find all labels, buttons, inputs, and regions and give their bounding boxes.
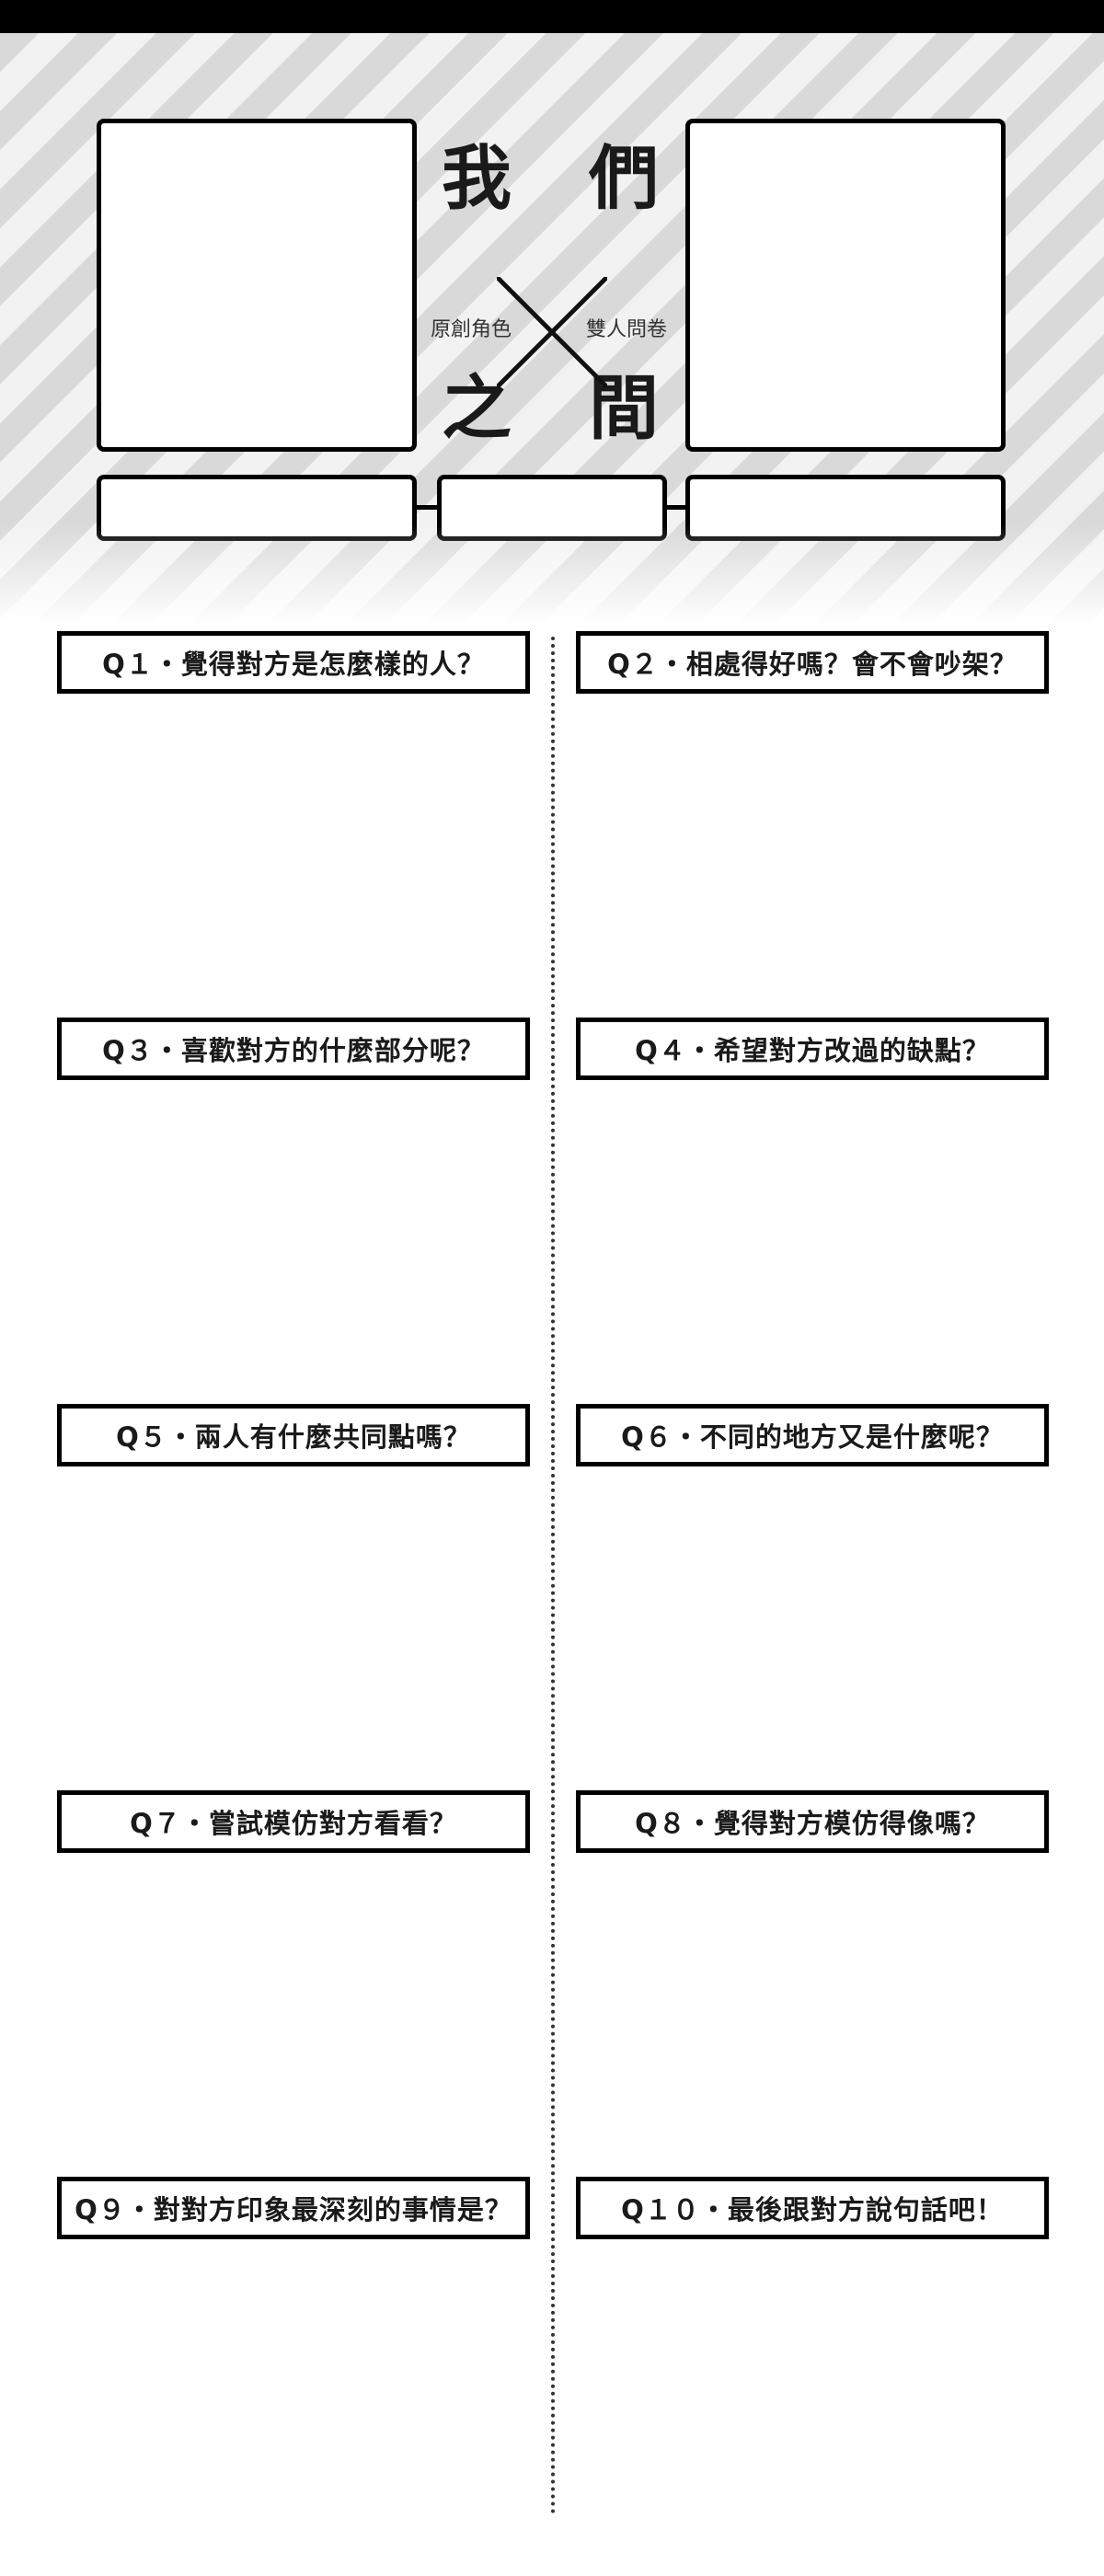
question-4: Q４・希望對方改過的缺點？: [576, 1018, 1049, 1080]
question-8: Q８・覺得對方模仿得像嗎？: [576, 1790, 1049, 1853]
question-9: Q９・對對方印象最深刻的事情是？: [57, 2177, 530, 2239]
subtitle-original-character: 原創角色: [431, 318, 512, 341]
cross-icon: [497, 277, 607, 387]
character-2-photo-box: [685, 119, 1006, 452]
question-2: Q２・相處得好嗎？會不會吵架？: [576, 631, 1049, 694]
question-5: Q５・兩人有什麼共同點嗎？: [57, 1404, 530, 1466]
header-banner: 我 們 之 間 原創角色 雙人問卷: [0, 33, 1104, 626]
question-7: Q７・嘗試模仿對方看看？: [57, 1790, 530, 1853]
name-connector-left: [414, 505, 440, 510]
question-6: Q６・不同的地方又是什麼呢？: [576, 1404, 1049, 1466]
name-connector-right: [664, 505, 688, 510]
character-1-photo-box: [97, 119, 417, 452]
subtitle-duo-questionnaire: 雙人問卷: [586, 318, 668, 341]
header-fade: [0, 524, 1104, 626]
question-3: Q３・喜歡對方的什麼部分呢？: [57, 1018, 530, 1080]
top-black-bar: [0, 0, 1104, 33]
question-10: Q１０・最後跟對方說句話吧！: [576, 2177, 1049, 2239]
title-char-2: 們: [589, 137, 659, 219]
title-char-4: 間: [589, 367, 659, 449]
title-char-1: 我: [442, 137, 512, 219]
question-1: Q１・覺得對方是怎麼樣的人？: [57, 631, 530, 694]
column-divider: [551, 637, 555, 2515]
